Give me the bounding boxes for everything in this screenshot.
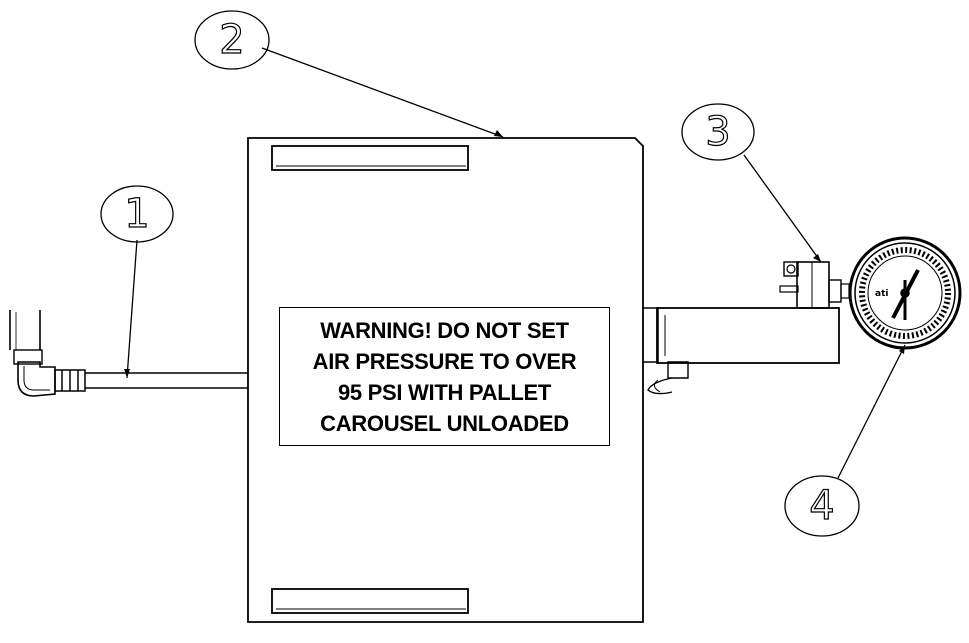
air-hose xyxy=(9,310,248,397)
manifold-block xyxy=(643,307,840,395)
callout-2: 2 xyxy=(194,10,270,70)
elbow-fitting xyxy=(17,361,56,397)
air-tank xyxy=(247,137,644,623)
leader-1 xyxy=(126,239,138,379)
pressure-gauge: ati xyxy=(848,236,962,350)
callout-1: 1 xyxy=(100,185,174,243)
callout-1-number: 1 xyxy=(124,191,149,237)
vertical-pipe xyxy=(9,310,41,350)
leader-4 xyxy=(837,344,906,479)
svg-text:ati: ati xyxy=(875,289,888,299)
leader-2 xyxy=(261,47,504,138)
callout-4-number: 4 xyxy=(809,483,834,529)
warning-line-3: 95 PSI WITH PALLET xyxy=(338,379,551,405)
under-fitting xyxy=(647,361,689,395)
pressure-regulator xyxy=(779,261,850,309)
callout-3: 3 xyxy=(681,103,755,161)
callout-2-number: 2 xyxy=(219,17,244,63)
leader-lines xyxy=(124,47,906,479)
warning-line-2: AIR PRESSURE TO OVER xyxy=(312,348,577,374)
leader-3 xyxy=(743,154,822,263)
warning-label: WARNING! DO NOT SET AIR PRESSURE TO OVER… xyxy=(279,307,610,446)
callout-3-number: 3 xyxy=(705,109,730,155)
callout-4: 4 xyxy=(784,475,860,537)
bottom-handle-slot xyxy=(271,588,469,614)
warning-line-1: WARNING! DO NOT SET xyxy=(320,317,569,343)
warning-line-4: CAROUSEL UNLOADED xyxy=(320,410,569,436)
elbow-nut xyxy=(13,349,43,365)
top-handle-slot xyxy=(271,145,469,171)
